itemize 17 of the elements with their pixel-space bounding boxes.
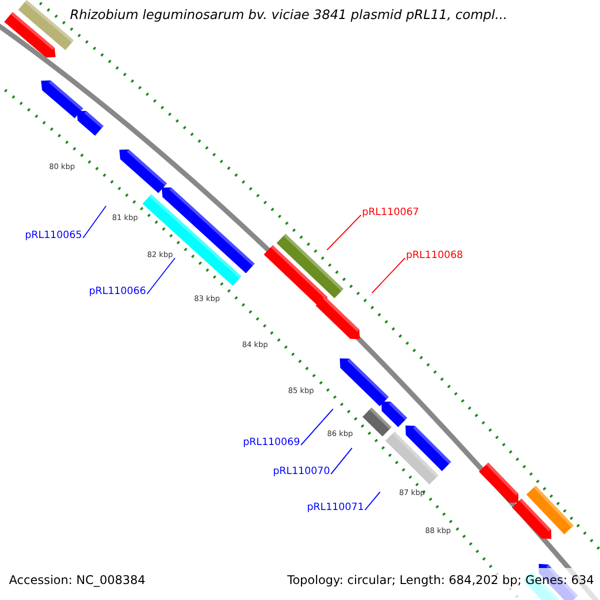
leader-line [146,258,176,294]
gene-label: pRL110070 [272,466,330,477]
gene-label: pRL110068 [406,250,464,261]
leader-line [326,214,362,250]
map-title: Rhizobium leguminosarum bv. viciae 3841 plasmid pRL11, compl... [70,9,508,24]
map-info-text: Topology: circular; Length: 684,202 bp; Genes: 634 [287,574,594,588]
leader-line [364,492,380,510]
gene-label: pRL110066 [88,286,146,297]
gene-label: pRL110069 [242,437,300,448]
gene-label: pRL110071 [306,502,364,513]
leader-line [372,258,406,294]
gene-label: pRL110065 [24,230,82,241]
leader-line [82,206,106,238]
leader-line [300,408,334,446]
leader-line [330,448,352,474]
gene-label: pRL110067 [362,207,420,218]
accession-text: Accession: NC_008384 [9,574,146,588]
